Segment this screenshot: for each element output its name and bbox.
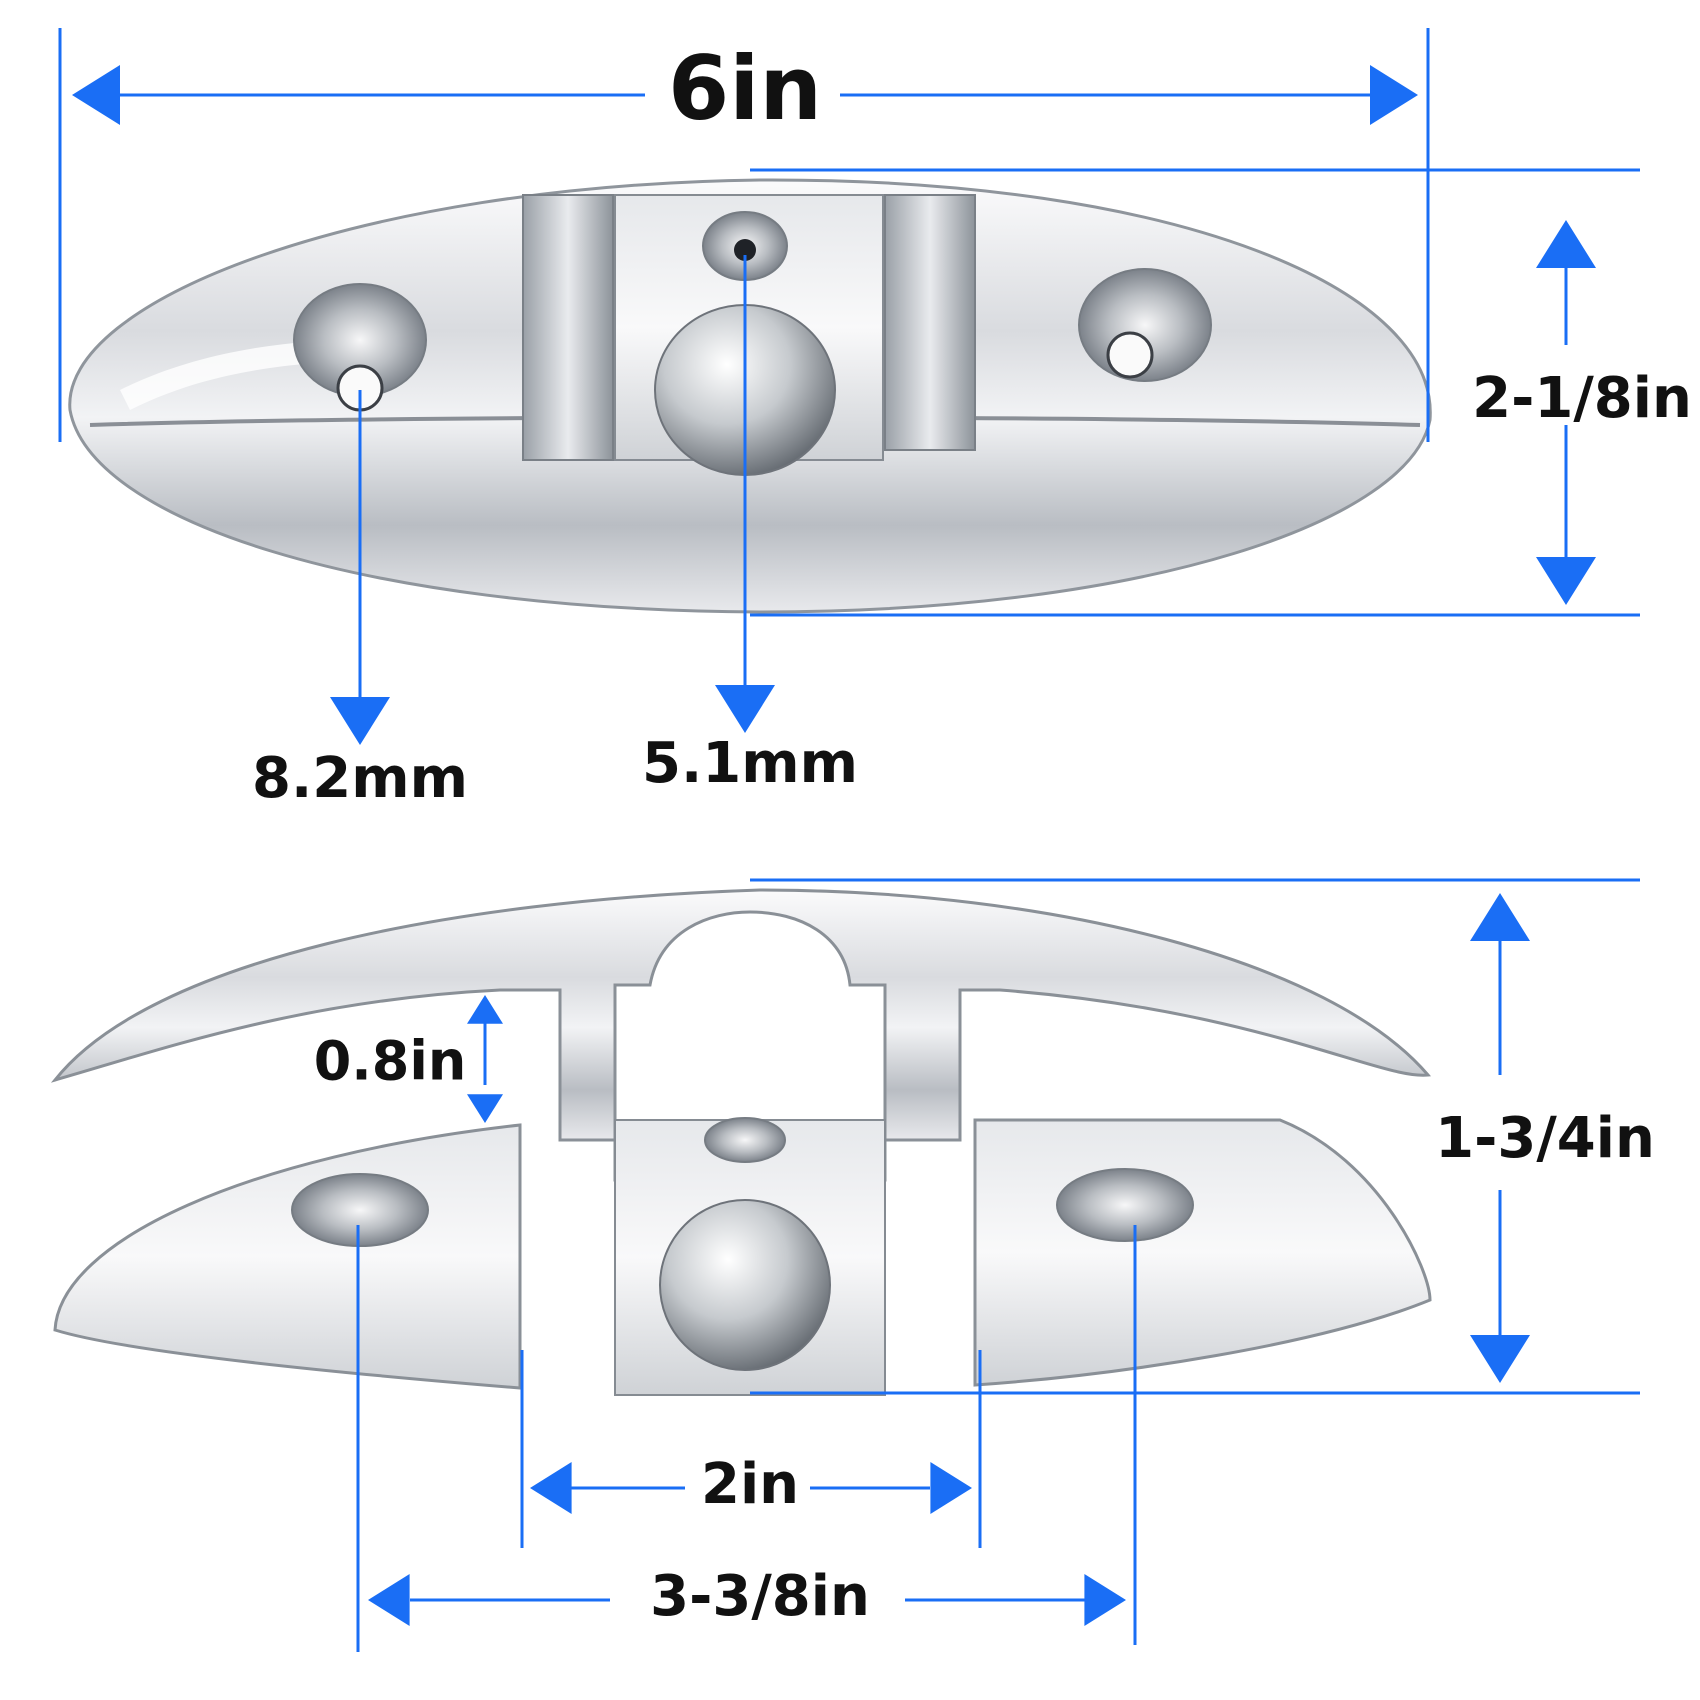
overall-height-label: 1-3/4in xyxy=(1435,1106,1655,1171)
clearance-arrow-down xyxy=(467,1094,503,1123)
center-hole-bore xyxy=(734,239,756,261)
center-hole-arrow xyxy=(715,685,775,733)
hole-spacing-label: 3-3/8in xyxy=(650,1564,870,1629)
cleat-top-view xyxy=(68,178,1432,614)
cleat-side-center-arch xyxy=(613,910,887,1182)
cleat-top-right-post xyxy=(884,194,976,451)
width-arrow-up xyxy=(1536,220,1596,268)
spacing-arrow-left xyxy=(368,1574,410,1626)
cleat-side-right-base xyxy=(973,1118,1432,1387)
height-arrow-up xyxy=(1470,893,1530,941)
mounting-hole-diameter-label: 8.2mm xyxy=(252,746,468,811)
length-arrow-right xyxy=(1370,65,1418,125)
gap-arrow-right xyxy=(930,1462,972,1514)
clearance-height-label: 0.8in xyxy=(314,1030,467,1093)
center-hole-diameter-label: 5.1mm xyxy=(642,731,858,796)
cleat-side-view xyxy=(50,888,1432,1396)
length-arrow-left xyxy=(72,65,120,125)
height-arrow-down xyxy=(1470,1335,1530,1383)
side-center-hole xyxy=(704,1117,786,1163)
dimension-lines xyxy=(58,28,1640,1652)
cleat-side-left-base xyxy=(53,1123,522,1390)
base-gap-label: 2in xyxy=(701,1452,799,1517)
width-arrow-down xyxy=(1536,557,1596,605)
cleat-side-dome xyxy=(659,1199,831,1371)
cleat-top-left-post xyxy=(522,194,614,461)
mounting-hole-arrow xyxy=(330,697,390,745)
gap-arrow-left xyxy=(530,1462,572,1514)
clearance-arrow-up xyxy=(467,995,503,1024)
overall-length-label: 6in xyxy=(668,37,822,140)
side-left-mounting-hole xyxy=(291,1173,429,1247)
side-right-mounting-hole xyxy=(1056,1168,1194,1242)
right-mounting-hole-bore xyxy=(1106,331,1154,379)
spacing-arrow-right xyxy=(1084,1574,1126,1626)
overall-width-label: 2-1/8in xyxy=(1472,366,1692,431)
